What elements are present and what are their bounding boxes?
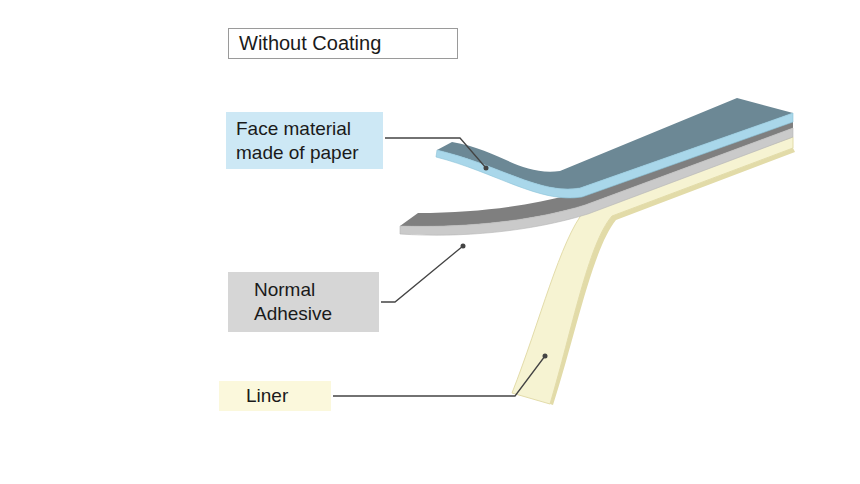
- leader-dot: [484, 166, 489, 171]
- leader-dot: [461, 244, 466, 249]
- heading-box: Without Coating: [228, 28, 458, 59]
- label-text: Face material made of paper: [236, 117, 375, 165]
- label-text: Without Coating: [239, 31, 447, 56]
- liner-label: Liner: [219, 381, 331, 411]
- face-label: Face material made of paper: [226, 112, 383, 169]
- label-text: Liner: [246, 384, 323, 408]
- leader-line: [381, 246, 463, 302]
- adhesive-label: Normal Adhesive: [228, 272, 379, 332]
- face-edge: [436, 113, 793, 198]
- label-text: Normal Adhesive: [254, 278, 371, 326]
- leader-dot: [543, 354, 548, 359]
- leader-line: [385, 138, 486, 168]
- leader-line: [333, 356, 545, 396]
